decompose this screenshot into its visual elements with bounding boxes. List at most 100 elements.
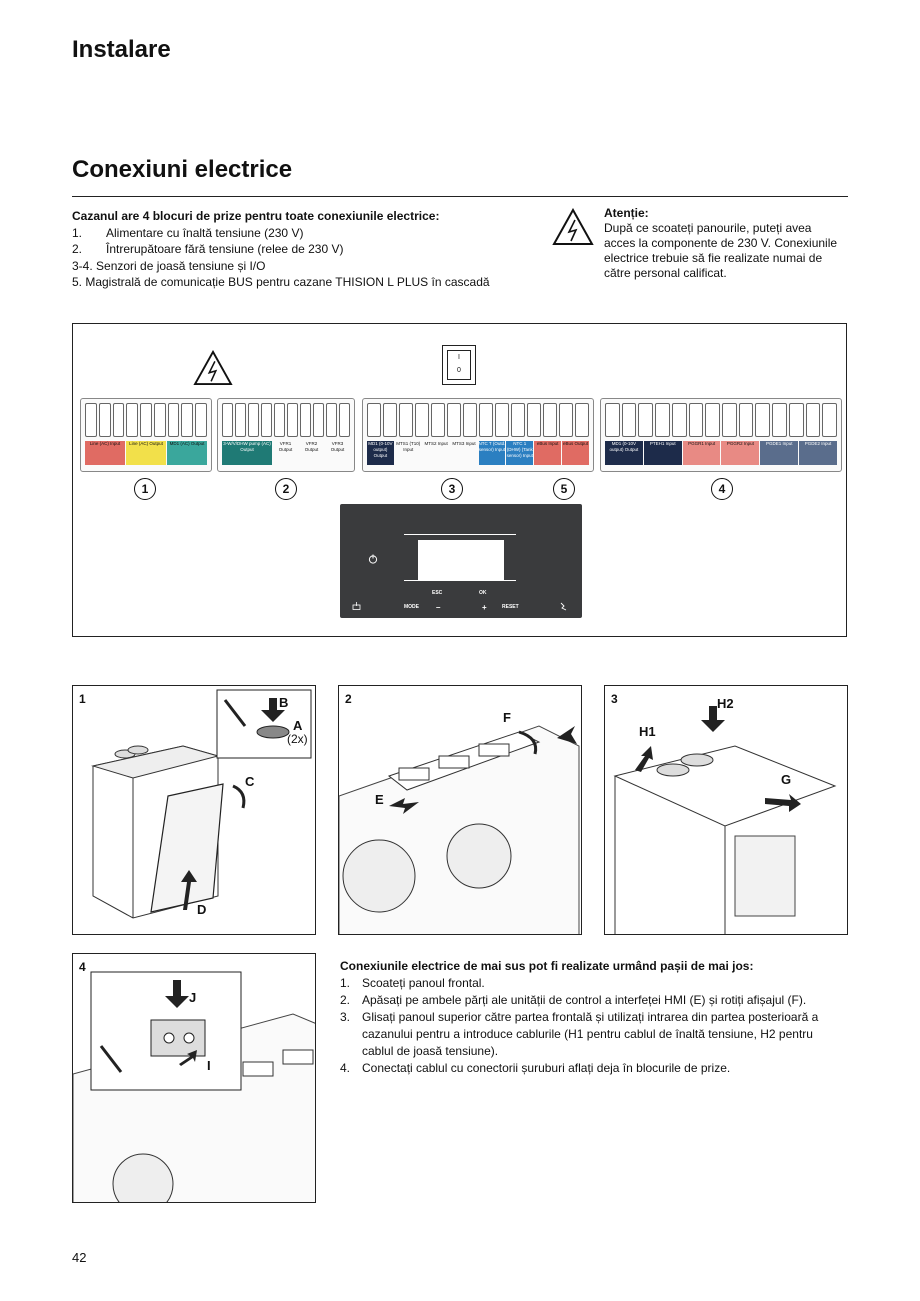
pin	[772, 403, 787, 437]
terminal-label: MD1 (0-10V output) Output	[605, 441, 643, 465]
pin	[788, 403, 804, 437]
step-num: 2.	[340, 993, 351, 1007]
terminal-label: NTC 1 (DHW) (Tank sensor) Input	[506, 441, 534, 465]
step-item: 2. Apăsați pe ambele părți ale unității d…	[340, 992, 840, 1009]
terminal-labels: 3-W/V/DHW pump (AC) Output VFR1 Output V…	[222, 441, 350, 465]
pin	[495, 403, 509, 437]
figure-number: 3	[611, 692, 618, 706]
intro-item-num: 1.	[72, 225, 83, 240]
subsection-title: Conexiuni electrice	[72, 156, 293, 183]
pin	[85, 403, 97, 437]
mode-label: MODE	[404, 604, 419, 610]
terminal-label: PGGR2 Input	[721, 441, 760, 465]
steps-heading: Conexiunile electrice de mai sus pot fi …	[340, 959, 754, 973]
reset-label: RESET	[502, 604, 519, 610]
figure-number: 2	[345, 692, 352, 706]
figure-number: 1	[79, 692, 86, 706]
figure-letter: F	[503, 710, 511, 725]
figure-letter: H1	[639, 724, 656, 739]
pin	[300, 403, 311, 437]
pin	[559, 403, 573, 437]
step-num: 3.	[340, 1010, 351, 1024]
esc-label: ESC	[432, 590, 443, 596]
terminal-label: MD1 (AC) Output	[167, 441, 207, 465]
connector-number: 1	[134, 478, 156, 500]
pin	[167, 403, 180, 437]
connector-number: 5	[553, 478, 575, 500]
step-text: Glisați panoul superior către partea fro…	[362, 1010, 819, 1058]
switch-off-label: 0	[457, 367, 461, 374]
terminal-block-2: 3-W/V/DHW pump (AC) Output VFR1 Output V…	[217, 398, 355, 472]
terminal-label: Line (AC) Input	[85, 441, 125, 465]
intro-item: 2.Întrerupătoare fără tensiune (relee de…	[72, 241, 542, 258]
intro-item: 3-4. Senzori de joasă tensiune și I/O	[72, 258, 266, 273]
pin	[287, 403, 298, 437]
home-icon	[352, 602, 361, 610]
pin	[367, 403, 381, 437]
terminal-label: MTS3 Input	[452, 441, 476, 446]
intro-item: 1. Alimentare cu înaltă tensiune (230 V)	[72, 225, 542, 242]
terminal-label: PGDE2 Input	[799, 441, 837, 465]
terminal-label: PGGR1 Input	[682, 441, 721, 465]
switch-on-label: I	[458, 354, 460, 361]
terminal-pins	[605, 403, 838, 437]
connector-number: 3	[441, 478, 463, 500]
ok-label: OK	[479, 590, 487, 596]
connector-number: 4	[711, 478, 733, 500]
hmi-line-bottom	[404, 580, 516, 581]
step-num: 1.	[340, 976, 351, 990]
terminal-label: MTS1 (T10) Input	[396, 441, 421, 452]
pin	[313, 403, 324, 437]
intro-item-text: Alimentare cu înaltă tensiune (230 V)	[106, 225, 304, 240]
figure-step-4: 4 J I	[72, 953, 316, 1203]
terminal-label: PGDE1 Input	[760, 441, 799, 465]
pin	[98, 403, 111, 437]
step-item: 1.Scoateți panoul frontal.	[340, 975, 840, 992]
pin	[415, 403, 429, 437]
terminal-label: 3-W/V/DHW pump (AC) Output	[222, 441, 272, 465]
warning-block: Atenție: După ce scoateți panourile, put…	[604, 206, 844, 281]
step-text: Conectați cablul cu conectorii șuruburi …	[362, 1061, 731, 1075]
pin	[326, 403, 337, 437]
terminal-labels: Line (AC) Input Line (AC) Output MD1 (AC…	[85, 441, 207, 465]
figure-letter: (2x)	[287, 732, 308, 746]
pin	[463, 403, 477, 437]
section-title: Instalare	[72, 36, 171, 63]
pin	[671, 403, 687, 437]
pin	[688, 403, 704, 437]
pin	[722, 403, 737, 437]
pin	[222, 403, 233, 437]
figure-letter: H2	[717, 696, 734, 711]
pin	[126, 403, 139, 437]
pin	[755, 403, 771, 437]
pin	[339, 403, 350, 437]
figure-letter: I	[207, 1058, 211, 1073]
pin	[527, 403, 541, 437]
pin	[655, 403, 670, 437]
pin	[447, 403, 461, 437]
terminal-label: VFR1 Output	[278, 441, 293, 452]
pin	[822, 403, 838, 437]
pin	[575, 403, 589, 437]
high-voltage-warning-icon	[193, 350, 233, 386]
hmi-line-top	[404, 534, 516, 535]
figure-letter: C	[245, 774, 255, 789]
terminal-label: eBus Output	[562, 441, 589, 465]
step-text: Apăsați pe ambele părți ale unității de …	[362, 993, 807, 1007]
warning-title: Atenție:	[604, 206, 649, 220]
pin	[235, 403, 246, 437]
figure-number: 4	[79, 960, 86, 974]
pin	[511, 403, 525, 437]
service-icon	[560, 602, 567, 611]
step-item: 3. Glisați panoul superior către partea …	[340, 1009, 840, 1060]
figure-letter: D	[197, 902, 207, 917]
pin	[543, 403, 557, 437]
hmi-rotate-illustration	[339, 725, 580, 934]
figure-step-2: 2 F E	[338, 685, 582, 935]
terminal-label: VFR3 Output	[330, 441, 345, 452]
pin	[274, 403, 285, 437]
pin	[248, 403, 259, 437]
terminal-block-4: MD1 (0-10V output) Output PTEH1 Input PG…	[600, 398, 842, 472]
pin	[431, 403, 445, 437]
pin	[140, 403, 152, 437]
